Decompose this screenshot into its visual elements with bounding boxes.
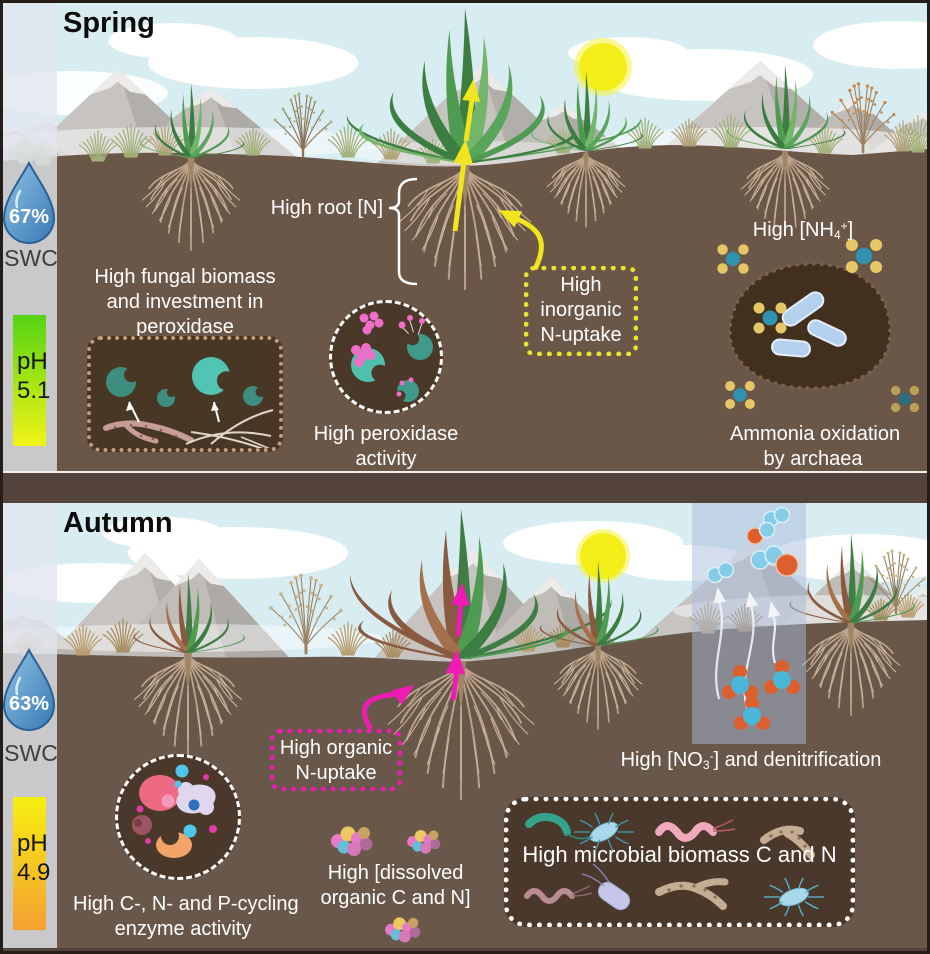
fungal-box xyxy=(87,336,283,453)
swc-droplet-icon xyxy=(3,648,55,731)
microbial-label: High microbial biomass C and N xyxy=(522,842,837,867)
swc-percent: 67% xyxy=(8,206,50,228)
swc-label: SWC xyxy=(4,740,58,766)
swc-droplet-icon xyxy=(3,161,55,244)
ammonia-blob xyxy=(728,262,892,390)
microbe-art xyxy=(524,812,824,917)
peroxidase-art xyxy=(351,311,433,402)
fungal-art xyxy=(103,357,276,453)
no3-label: High [NO3-] and denitrification xyxy=(620,749,882,772)
swc-label: SWC xyxy=(4,245,58,271)
autumn-title: Autumn xyxy=(63,507,173,539)
enzyme-circle xyxy=(115,754,241,880)
swc-percent: 63% xyxy=(8,693,50,715)
denitrification-band xyxy=(692,503,806,744)
microbial-box: High microbial biomass C and N xyxy=(504,797,855,927)
spring-title: Spring xyxy=(63,7,155,39)
nh4-label: High [NH4+] xyxy=(752,219,854,242)
root-n-label: High root [N] xyxy=(270,197,383,219)
peroxidase-circle xyxy=(329,300,443,414)
enzyme-art xyxy=(132,764,217,858)
